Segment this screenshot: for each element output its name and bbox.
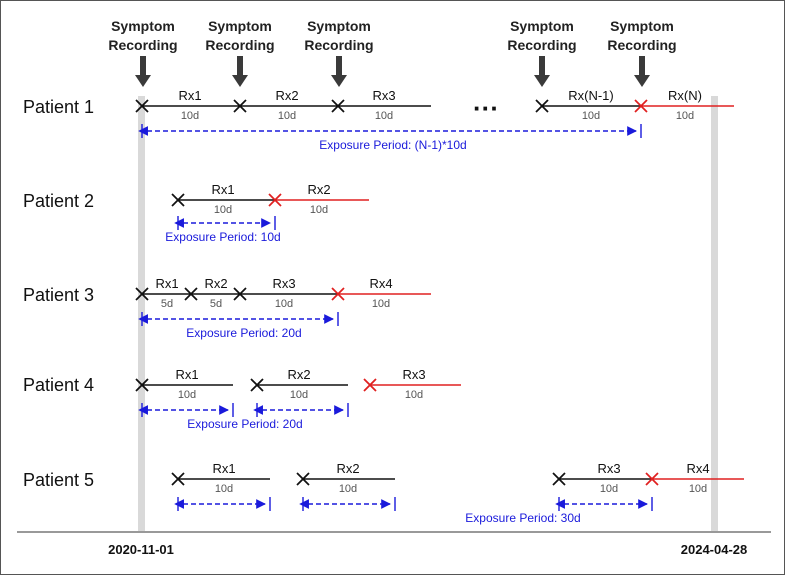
rx-marker-icon (331, 99, 345, 113)
rx-duration: 10d (214, 204, 232, 216)
rx-marker-icon (552, 472, 566, 486)
patient-label: Patient 1 (23, 97, 94, 117)
patient-3-row: Patient 3 Rx1 5d Rx2 5d Rx3 10d Rx4 10d … (23, 276, 431, 340)
svg-text:Symptom: Symptom (510, 18, 574, 34)
rx-duration: 10d (181, 110, 199, 122)
rx-label: Rx1 (175, 367, 198, 382)
rx-duration: 10d (215, 483, 233, 495)
symptom-recording-3: Symptom Recording (304, 18, 374, 87)
rx-label: Rx4 (369, 276, 392, 291)
down-arrow-icon (331, 56, 347, 87)
rx-duration: 10d (689, 483, 707, 495)
rx-label: Rx(N-1) (568, 88, 614, 103)
rx-marker-icon (296, 472, 310, 486)
end-date-band (711, 96, 718, 531)
patient-label: Patient 2 (23, 191, 94, 211)
rx-duration: 10d (372, 298, 390, 310)
rx-duration: 10d (375, 110, 393, 122)
symptom-label-line1: Symptom (111, 18, 175, 34)
patient-2-row: Patient 2 Rx1 10d Rx2 10d Exposure Perio… (23, 182, 369, 244)
down-arrow-icon (534, 56, 550, 87)
svg-text:Symptom: Symptom (208, 18, 272, 34)
final-rx-marker-icon (331, 287, 345, 301)
rx-marker-icon (535, 99, 549, 113)
rx-duration: 10d (290, 389, 308, 401)
exposure-label: Exposure Period: 30d (465, 511, 580, 525)
rx-duration: 10d (582, 110, 600, 122)
down-arrow-icon (232, 56, 248, 87)
rx-marker-icon (184, 287, 198, 301)
svg-text:Symptom: Symptom (610, 18, 674, 34)
patient-4-row: Patient 4 Rx1 10d Rx2 10d Rx3 10d Exposu… (23, 367, 461, 431)
rx-marker-icon (250, 378, 264, 392)
rx-label: Rx3 (272, 276, 295, 291)
rx-label: Rx2 (275, 88, 298, 103)
rx-label: Rx1 (212, 461, 235, 476)
rx-label: Rx3 (372, 88, 395, 103)
symptom-recording-2: Symptom Recording (205, 18, 275, 87)
rx-label: Rx2 (336, 461, 359, 476)
rx-label: Rx2 (307, 182, 330, 197)
rx-label: Rx2 (204, 276, 227, 291)
rx-duration: 10d (178, 389, 196, 401)
start-date-label: 2020-11-01 (108, 542, 174, 557)
exposure-label: Exposure Period: (N-1)*10d (319, 138, 466, 152)
rx-duration: 10d (600, 483, 618, 495)
rx-label: Rx4 (686, 461, 709, 476)
rx-marker-icon (171, 193, 185, 207)
svg-text:Recording: Recording (607, 37, 676, 53)
exposure-label: Exposure Period: 20d (186, 326, 301, 340)
exposure-label: Exposure Period: 10d (165, 230, 280, 244)
rx-label: Rx3 (597, 461, 620, 476)
svg-text:Recording: Recording (205, 37, 274, 53)
patient-1-row: Patient 1 ··· Rx1 10d Rx2 10d Rx3 10d Rx… (23, 88, 734, 152)
patient-5-row: Patient 5 Rx1 10d Rx2 10d Rx3 10d Rx4 10… (23, 461, 744, 525)
rx-duration: 5d (161, 298, 173, 310)
rx-duration: 10d (339, 483, 357, 495)
rx-marker-icon (171, 472, 185, 486)
exposure-label: Exposure Period: 20d (187, 417, 302, 431)
symptom-recording-5: Symptom Recording (607, 18, 677, 87)
patient-label: Patient 3 (23, 285, 94, 305)
rx-marker-icon (233, 99, 247, 113)
rx-marker-icon (135, 287, 149, 301)
down-arrow-icon (135, 56, 151, 87)
rx-marker-icon (135, 378, 149, 392)
patient-label: Patient 5 (23, 470, 94, 490)
rx-duration: 10d (676, 110, 694, 122)
symptom-recording-1: Symptom Recording (108, 18, 178, 87)
rx-label: Rx1 (155, 276, 178, 291)
final-rx-marker-icon (634, 99, 648, 113)
patient-label: Patient 4 (23, 375, 94, 395)
svg-text:Symptom: Symptom (307, 18, 371, 34)
svg-text:Recording: Recording (304, 37, 373, 53)
rx-duration: 5d (210, 298, 222, 310)
symptom-label-line2: Recording (108, 37, 177, 53)
rx-label: Rx1 (211, 182, 234, 197)
rx-duration: 10d (310, 204, 328, 216)
rx-label: Rx3 (402, 367, 425, 382)
rx-marker-icon (135, 99, 149, 113)
final-rx-marker-icon (645, 472, 659, 486)
rx-marker-icon (233, 287, 247, 301)
symptom-recording-4: Symptom Recording (507, 18, 577, 87)
rx-label: Rx1 (178, 88, 201, 103)
down-arrow-icon (634, 56, 650, 87)
rx-duration: 10d (405, 389, 423, 401)
rx-label: Rx(N) (668, 88, 702, 103)
end-date-label: 2024-04-28 (681, 542, 748, 557)
rx-duration: 10d (275, 298, 293, 310)
ellipsis: ··· (473, 93, 499, 123)
final-rx-marker-icon (363, 378, 377, 392)
final-rx-marker-icon (268, 193, 282, 207)
svg-text:Recording: Recording (507, 37, 576, 53)
rx-label: Rx2 (287, 367, 310, 382)
rx-duration: 10d (278, 110, 296, 122)
